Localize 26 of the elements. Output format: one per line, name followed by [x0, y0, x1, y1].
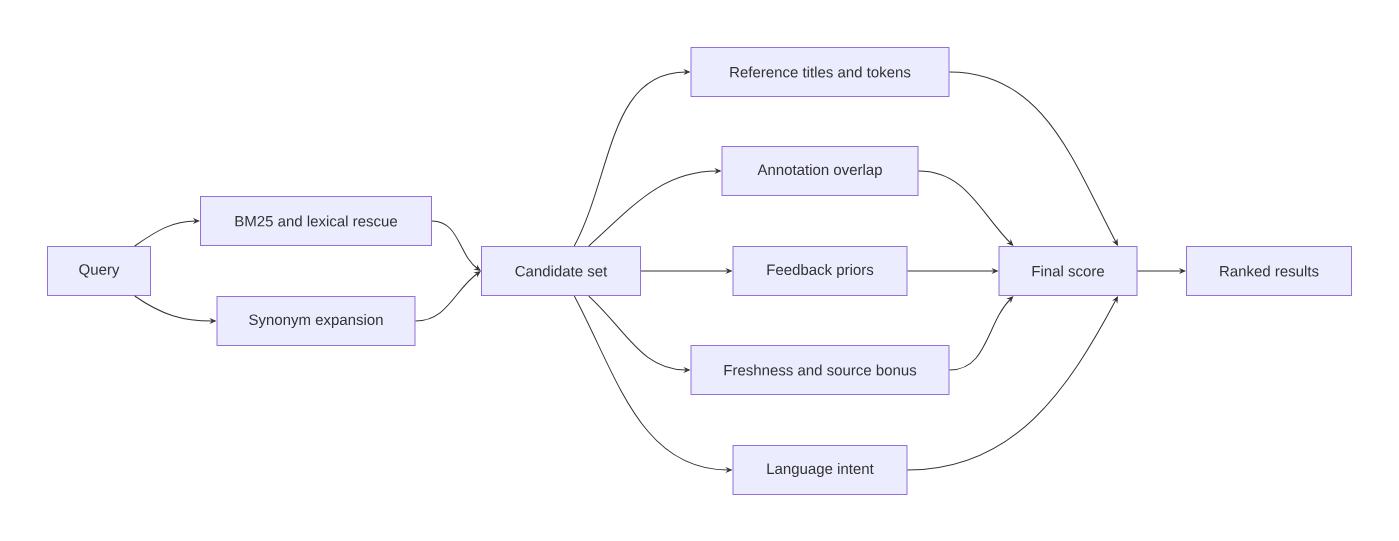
- arrow: [1137, 268, 1186, 274]
- process-box: Ranked results: [1186, 246, 1352, 296]
- process-box: Final score: [998, 246, 1138, 296]
- arrow: [588, 168, 721, 247]
- process-box: Synonym expansion: [216, 296, 416, 346]
- arrow: [949, 296, 1014, 371]
- arrow: [918, 170, 1014, 246]
- arrow: [573, 69, 690, 247]
- arrow: [134, 218, 200, 247]
- arrow: [431, 220, 481, 271]
- process-box: Query: [47, 246, 151, 296]
- arrow: [640, 268, 732, 274]
- process-box: Freshness and source bonus: [690, 345, 950, 395]
- arrow: [907, 268, 998, 274]
- arrow: [134, 295, 216, 324]
- arrow: [415, 271, 481, 322]
- arrow: [907, 296, 1118, 471]
- process-box: Reference titles and tokens: [690, 47, 950, 97]
- process-box: Feedback priors: [732, 246, 908, 296]
- arrow: [588, 295, 690, 373]
- arrow: [573, 295, 732, 473]
- process-box: Language intent: [732, 445, 908, 495]
- process-box: Candidate set: [481, 246, 641, 296]
- arrow: [949, 71, 1118, 246]
- process-box: Annotation overlap: [721, 146, 919, 196]
- process-box: BM25 and lexical rescue: [200, 196, 432, 246]
